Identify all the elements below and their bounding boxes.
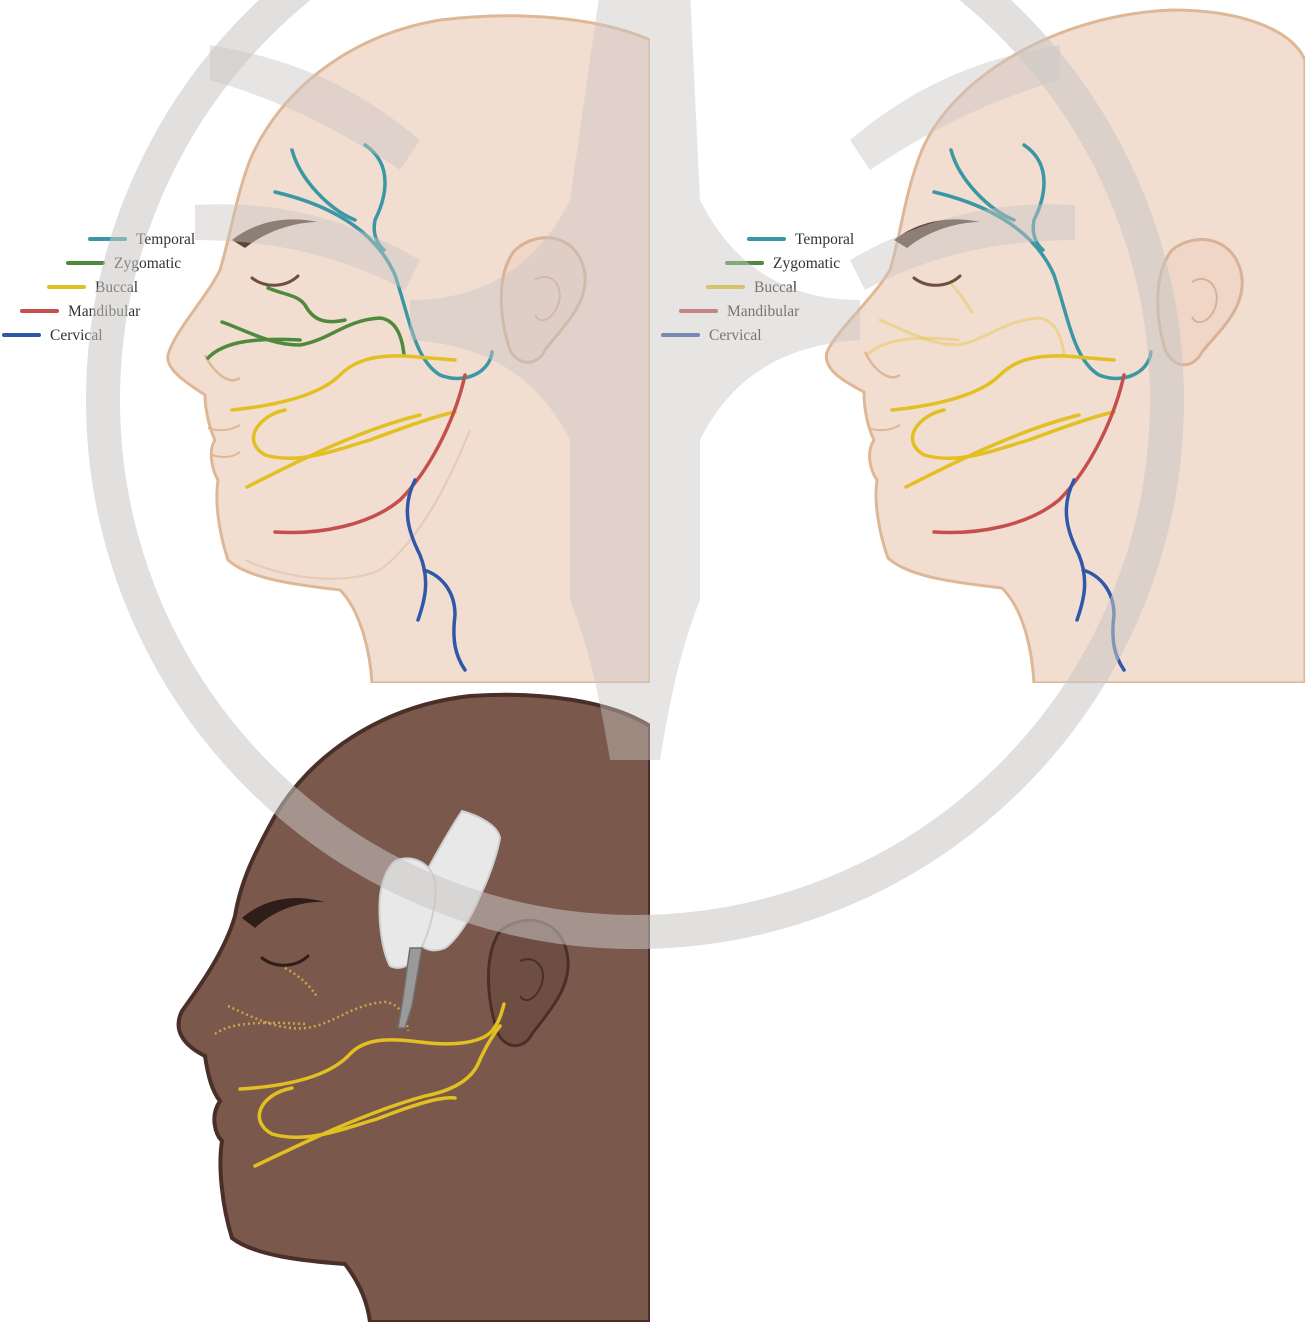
legend-label-temporal: Temporal <box>136 231 195 248</box>
legend-label-mandibular: Mandibular <box>727 303 800 320</box>
panel-all-branches: Temporal Zygomatic Buccal Mandibular Cer… <box>0 0 650 683</box>
head-illustration-c <box>0 686 650 1322</box>
legend-item-zygomatic: Zygomatic <box>68 255 181 272</box>
legend-label-temporal: Temporal <box>795 231 854 248</box>
panel-surgical-view <box>0 686 650 1322</box>
legend-label-cervical: Cervical <box>50 327 103 344</box>
head-silhouette <box>179 695 650 1322</box>
head-illustration-b: Temporal Zygomatic Buccal Mandibular Cer… <box>652 0 1305 683</box>
legend-label-cervical: Cervical <box>709 327 762 344</box>
legend-item-buccal: Buccal <box>49 279 138 296</box>
head-silhouette <box>826 10 1305 683</box>
legend-label-buccal: Buccal <box>754 279 797 296</box>
panel-zygomatic-removed: Temporal Zygomatic Buccal Mandibular Cer… <box>652 0 1305 683</box>
head-silhouette <box>168 16 650 683</box>
legend-label-mandibular: Mandibular <box>68 303 141 320</box>
legend-label-buccal: Buccal <box>95 279 138 296</box>
legend-item-mandibular: Mandibular <box>22 303 141 320</box>
legend-label-zygomatic: Zygomatic <box>114 255 181 272</box>
legend-item-temporal: Temporal <box>749 231 854 248</box>
legend-item-mandibular: Mandibular <box>681 303 800 320</box>
legend-item-zygomatic: Zygomatic <box>727 255 840 272</box>
legend: Temporal Zygomatic Buccal Mandibular Cer… <box>663 231 854 344</box>
legend-item-cervical: Cervical <box>4 327 103 344</box>
legend-item-cervical: Cervical <box>663 327 762 344</box>
legend: Temporal Zygomatic Buccal Mandibular Cer… <box>4 231 195 344</box>
head-illustration-a: Temporal Zygomatic Buccal Mandibular Cer… <box>0 0 650 683</box>
legend-item-buccal: Buccal <box>708 279 797 296</box>
legend-item-temporal: Temporal <box>90 231 195 248</box>
legend-label-zygomatic: Zygomatic <box>773 255 840 272</box>
